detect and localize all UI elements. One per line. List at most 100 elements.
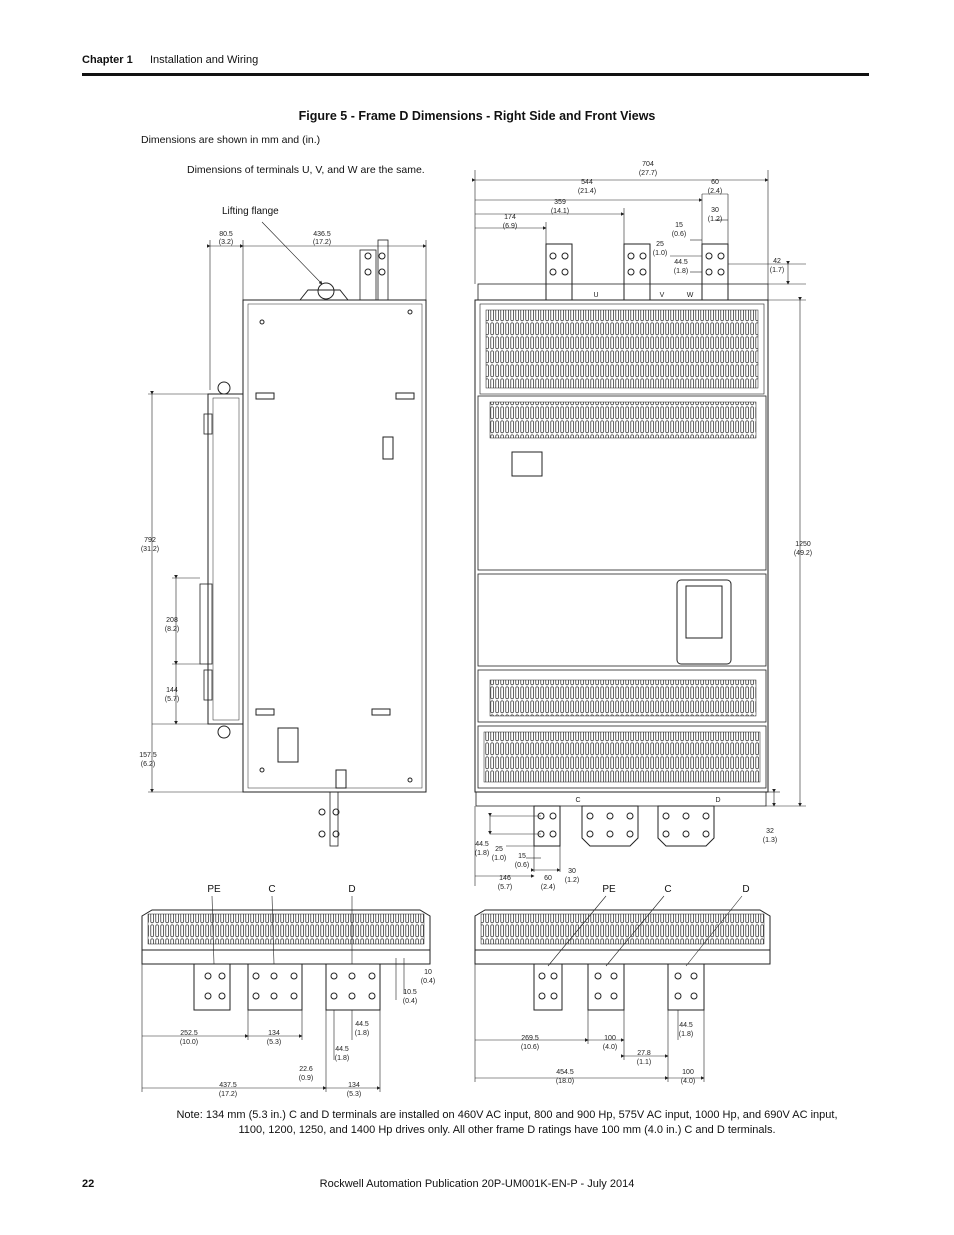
dim-10-5: 10.5 <box>403 989 417 996</box>
dim-44-5-c-in: (1.8) <box>355 1030 369 1037</box>
page-number: 22 <box>82 1178 95 1190</box>
dim-80-5-in: (3.2) <box>219 239 233 246</box>
dim-544-in: (21.4) <box>578 188 596 195</box>
dim-44-5-d-in: (1.8) <box>335 1055 349 1062</box>
dim-44-5-b-in: (1.8) <box>475 850 489 857</box>
dim-10: 10 <box>424 969 432 976</box>
dim-174-in: (6.9) <box>503 223 517 230</box>
mark-u: U <box>593 292 598 299</box>
terminal-pe-right: PE <box>602 884 616 895</box>
terminal-c-right: C <box>664 884 671 895</box>
dim-42: 42 <box>773 258 781 265</box>
dim-60-b-in: (2.4) <box>541 884 555 891</box>
dim-30-in: (1.2) <box>708 216 722 223</box>
dim-80-5: 80.5 <box>219 231 233 238</box>
dim-32-in: (1.3) <box>763 837 777 844</box>
dim-60: 60 <box>711 179 719 186</box>
front-view-dims: 704 (27.7) 544 (21.4) 60 (2.4) 359 (14.1… <box>475 161 812 891</box>
dim-22-6-in: (0.9) <box>299 1075 313 1082</box>
dim-437-5-in: (17.2) <box>219 1091 237 1098</box>
dim-146: 146 <box>499 875 511 882</box>
bottom-left-detail <box>141 909 431 1011</box>
dim-100-b-in: (4.0) <box>681 1078 695 1085</box>
dim-44-5-b: 44.5 <box>475 841 489 848</box>
mark-d: D <box>715 797 720 804</box>
dim-25-b: 25 <box>495 846 503 853</box>
publication-info: Rockwell Automation Publication 20P-UM00… <box>319 1178 635 1190</box>
dim-792: 792 <box>144 537 156 544</box>
dim-208-in: (8.2) <box>165 626 179 633</box>
dim-1250: 1250 <box>795 541 811 548</box>
units-note: Dimensions are shown in mm and (in.) <box>141 134 321 146</box>
dim-44-5-e: 44.5 <box>679 1022 693 1029</box>
terminal-c-left: C <box>268 884 275 895</box>
dim-436-5: 436.5 <box>313 231 331 238</box>
dim-359-in: (14.1) <box>551 208 569 215</box>
dim-704-in: (27.7) <box>639 170 657 177</box>
dim-100: 100 <box>604 1035 616 1042</box>
dim-704: 704 <box>642 161 654 168</box>
terminal-d-right: D <box>742 884 749 895</box>
dim-60-in: (2.4) <box>708 188 722 195</box>
dim-144-in: (5.7) <box>165 696 179 703</box>
terminal-pe-left: PE <box>207 884 221 895</box>
dim-27-8-in: (1.1) <box>637 1059 651 1066</box>
chapter-label: Chapter 1 <box>82 54 133 66</box>
footnote-line-1: Note: 134 mm (5.3 in.) C and D terminals… <box>176 1109 838 1121</box>
dim-44-5-c: 44.5 <box>355 1021 369 1028</box>
dim-15-b-in: (0.6) <box>515 862 529 869</box>
dim-1250-in: (49.2) <box>794 550 812 557</box>
figure-footnote: Note: 134 mm (5.3 in.) C and D terminals… <box>150 1108 864 1138</box>
mark-w: W <box>687 292 694 299</box>
dim-157-5: 157.5 <box>139 752 157 759</box>
dim-436-5-in: (17.2) <box>313 239 331 246</box>
dim-100-in: (4.0) <box>603 1044 617 1051</box>
header-rule <box>82 73 869 76</box>
dim-15: 15 <box>675 222 683 229</box>
terminals-note: Dimensions of terminals U, V, and W are … <box>187 164 425 176</box>
dim-437-5: 437.5 <box>219 1082 237 1089</box>
dim-100-b: 100 <box>682 1069 694 1076</box>
dim-157-5-in: (6.2) <box>141 761 155 768</box>
dim-15-in: (0.6) <box>672 231 686 238</box>
dim-359: 359 <box>554 199 566 206</box>
terminal-d-left: D <box>348 884 355 895</box>
dim-42-in: (1.7) <box>770 267 784 274</box>
dim-44-5-in: (1.8) <box>674 268 688 275</box>
dim-60-b: 60 <box>544 875 552 882</box>
dim-44-5-d: 44.5 <box>335 1046 349 1053</box>
dim-454-5: 454.5 <box>556 1069 574 1076</box>
dim-252-5-in: (10.0) <box>180 1039 198 1046</box>
dim-146-in: (5.7) <box>498 884 512 891</box>
front-view-marks: U V W C D <box>575 292 720 804</box>
dim-454-5-in: (18.0) <box>556 1078 574 1085</box>
side-view <box>199 239 427 847</box>
dim-25-in: (1.0) <box>653 250 667 257</box>
dim-792-in: (31.2) <box>141 546 159 553</box>
dim-134-in: (5.3) <box>267 1039 281 1046</box>
dim-15-b: 15 <box>518 853 526 860</box>
dim-10-in: (0.4) <box>421 978 435 985</box>
lifting-flange-label: Lifting flange <box>222 206 279 217</box>
bottom-right-detail <box>474 909 771 1011</box>
bottom-right-labels: PE C D 269.5 (10.6) 100 (4.0) 44.5 (1.8)… <box>521 884 750 1085</box>
dim-134-b: 134 <box>348 1082 360 1089</box>
dim-27-8: 27.8 <box>637 1050 651 1057</box>
dim-44-5-e-in: (1.8) <box>679 1031 693 1038</box>
dim-269-5: 269.5 <box>521 1035 539 1042</box>
dim-134: 134 <box>268 1030 280 1037</box>
dim-269-5-in: (10.6) <box>521 1044 539 1051</box>
dim-174: 174 <box>504 214 516 221</box>
dim-544: 544 <box>581 179 593 186</box>
figure-title: Figure 5 - Frame D Dimensions - Right Si… <box>298 109 656 123</box>
dim-22-6: 22.6 <box>299 1066 313 1073</box>
mark-v: V <box>660 292 665 299</box>
dim-30-b-in: (1.2) <box>565 877 579 884</box>
dim-25: 25 <box>656 241 664 248</box>
dim-44-5: 44.5 <box>674 259 688 266</box>
dim-10-5-in: (0.4) <box>403 998 417 1005</box>
dim-208: 208 <box>166 617 178 624</box>
section-label: Installation and Wiring <box>150 54 259 66</box>
front-view <box>474 243 769 847</box>
